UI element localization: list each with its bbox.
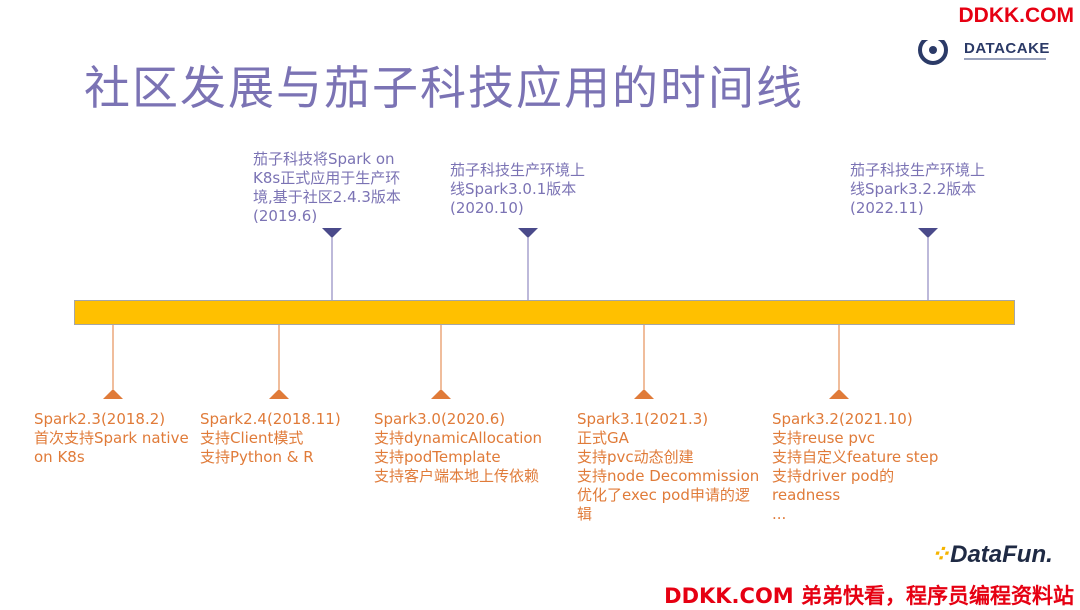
below-marker-triangle <box>431 389 451 399</box>
above-marker-triangle <box>322 228 342 238</box>
datafun-logo-text: DataFun. <box>950 541 1053 568</box>
above-marker-triangle <box>918 228 938 238</box>
release-line: 支持pvc动态创建 <box>577 448 694 466</box>
timeline-bar <box>74 300 1015 325</box>
event-label-2020-10: 茄子科技生产环境上 线Spark3.0.1版本 (2020.10) <box>450 161 585 218</box>
release-label-spark3-2: Spark3.2(2021.10) 支持reuse pvc 支持自定义featu… <box>772 410 938 524</box>
release-line: Spark2.3(2018.2) <box>34 410 166 428</box>
datafun-logo-mark: ⁘ <box>930 541 951 568</box>
datafun-logo: ⁘DataFun. <box>930 540 1053 569</box>
event-line: (2022.11) <box>850 199 924 217</box>
datacake-logo-icon <box>918 34 948 65</box>
below-marker-triangle <box>269 389 289 399</box>
release-line: on K8s <box>34 448 85 466</box>
watermark-top: DDKK.COM <box>958 4 1075 27</box>
below-marker-triangle <box>103 389 123 399</box>
release-line: 支持node Decommission <box>577 467 760 485</box>
release-line: ... <box>772 505 787 523</box>
event-line: 线Spark3.0.1版本 <box>450 180 577 198</box>
release-line: 正式GA <box>577 429 629 447</box>
below-marker-triangle <box>829 389 849 399</box>
event-line: 茄子科技生产环境上 <box>450 161 586 179</box>
release-line: Spark3.0(2020.6) <box>374 410 506 428</box>
event-label-2022-11: 茄子科技生产环境上 线Spark3.2.2版本 (2022.11) <box>850 161 985 218</box>
release-line: readness <box>772 486 841 504</box>
release-line: Spark2.4(2018.11) <box>200 410 341 428</box>
watermark-bottom: DDKK.COM 弟弟快看，程序员编程资料站 <box>664 584 1074 608</box>
release-line: Spark3.2(2021.10) <box>772 410 913 428</box>
release-line: Spark3.1(2021.3) <box>577 410 709 428</box>
event-line: 茄子科技生产环境上 <box>850 161 986 179</box>
release-line: 首次支持Spark native <box>34 429 189 447</box>
event-line: K8s正式应用于生产环 <box>253 169 401 187</box>
event-line: (2019.6) <box>253 207 318 225</box>
release-line: 支持driver pod的 <box>772 467 895 485</box>
event-label-2019-6: 茄子科技将Spark on K8s正式应用于生产环 境,基于社区2.4.3版本 … <box>253 150 401 226</box>
event-line: 境,基于社区2.4.3版本 <box>253 188 401 206</box>
release-label-spark2-4: Spark2.4(2018.11) 支持Client模式 支持Python & … <box>200 410 341 467</box>
release-line: 支持客户端本地上传依赖 <box>374 467 540 485</box>
release-line: 优化了exec pod申请的逻 <box>577 486 750 504</box>
release-line: 支持自定义feature step <box>772 448 939 466</box>
release-line: 支持dynamicAllocation <box>374 429 543 447</box>
above-marker-triangle <box>518 228 538 238</box>
event-line: 线Spark3.2.2版本 <box>850 180 977 198</box>
release-label-spark2-3: Spark2.3(2018.2) 首次支持Spark native on K8s <box>34 410 189 467</box>
below-marker-triangle <box>634 389 654 399</box>
release-line: 支持Python & R <box>200 448 314 466</box>
datacake-logo-text: DATACAKE <box>964 40 1050 57</box>
release-line: 辑 <box>577 505 593 523</box>
page-title: 社区发展与茄子科技应用的时间线 <box>84 61 804 115</box>
release-label-spark3-1: Spark3.1(2021.3) 正式GA 支持pvc动态创建 支持node D… <box>577 410 759 524</box>
release-line: 支持Client模式 <box>200 429 304 447</box>
event-line: 茄子科技将Spark on <box>253 150 395 168</box>
release-line: 支持reuse pvc <box>772 429 876 447</box>
release-label-spark3-0: Spark3.0(2020.6) 支持dynamicAllocation 支持p… <box>374 410 542 486</box>
release-line: 支持podTemplate <box>374 448 501 466</box>
event-line: (2020.10) <box>450 199 524 217</box>
datacake-logo-tagline <box>964 58 1046 60</box>
